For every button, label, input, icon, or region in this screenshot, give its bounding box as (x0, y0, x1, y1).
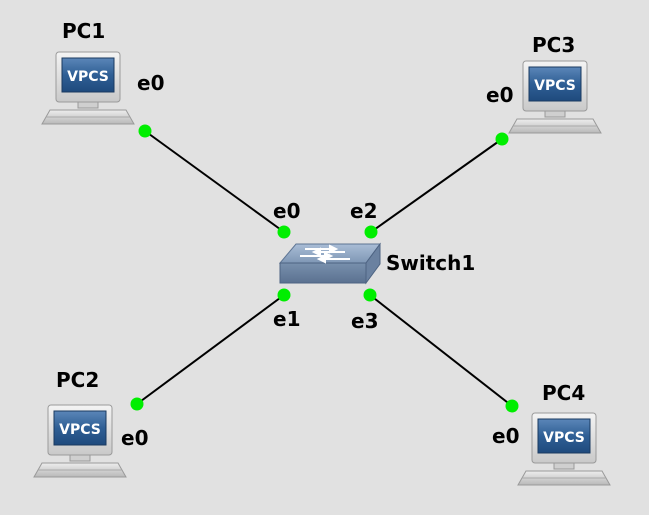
switch1-label: Switch1 (386, 251, 475, 275)
status-dot-switch-e0 (277, 225, 291, 239)
pc4-port-label: e0 (492, 424, 519, 448)
link-pc1-switch[interactable] (144, 130, 285, 233)
pc3-node[interactable]: PC3 VPCS e0 (486, 33, 602, 134)
switch-port-label-e2: e2 (350, 199, 377, 223)
pc3-vpcs-text: VPCS (534, 78, 576, 94)
pc2-port-label: e0 (121, 426, 148, 450)
pc1-node[interactable]: PC1 VPCS e0 (41, 19, 164, 125)
pc1-vpcs-text: VPCS (67, 69, 109, 85)
pc3-label: PC3 (532, 33, 575, 57)
switch-port-label-e3: e3 (351, 309, 378, 333)
pc1-port-label: e0 (137, 71, 164, 95)
status-dot-switch-e1 (277, 288, 291, 302)
pc3-port-label: e0 (486, 83, 513, 107)
pc1-label: PC1 (62, 19, 105, 43)
link-pc4-switch[interactable] (369, 294, 513, 407)
vpcs-computer-icon: VPCS (33, 404, 127, 478)
status-dot-pc3-e0 (495, 132, 509, 146)
switch-port-label-e1: e1 (273, 307, 300, 331)
status-dot-switch-e3 (363, 288, 377, 302)
link-pc2-switch[interactable] (136, 294, 285, 405)
pc4-node[interactable]: PC4 VPCS e0 (492, 381, 611, 486)
port-status-indicators (130, 124, 519, 413)
ethernet-switch-icon (278, 242, 381, 285)
pc2-node[interactable]: PC2 VPCS e0 (33, 368, 148, 478)
switch1-node[interactable]: Switch1 (278, 242, 475, 285)
status-dot-switch-e2 (364, 225, 378, 239)
pc4-label: PC4 (542, 381, 585, 405)
status-dot-pc2-e0 (130, 397, 144, 411)
pc2-label: PC2 (56, 368, 99, 392)
pc2-vpcs-text: VPCS (59, 422, 101, 438)
status-dot-pc1-e0 (138, 124, 152, 138)
links (136, 130, 513, 407)
status-dot-pc4-e0 (505, 399, 519, 413)
vpcs-computer-icon: VPCS (508, 60, 602, 134)
vpcs-computer-icon: VPCS (517, 412, 611, 486)
switch-port-label-e0: e0 (273, 199, 300, 223)
pc4-vpcs-text: VPCS (543, 430, 585, 446)
vpcs-computer-icon: VPCS (41, 51, 135, 125)
link-pc3-switch[interactable] (370, 138, 503, 233)
